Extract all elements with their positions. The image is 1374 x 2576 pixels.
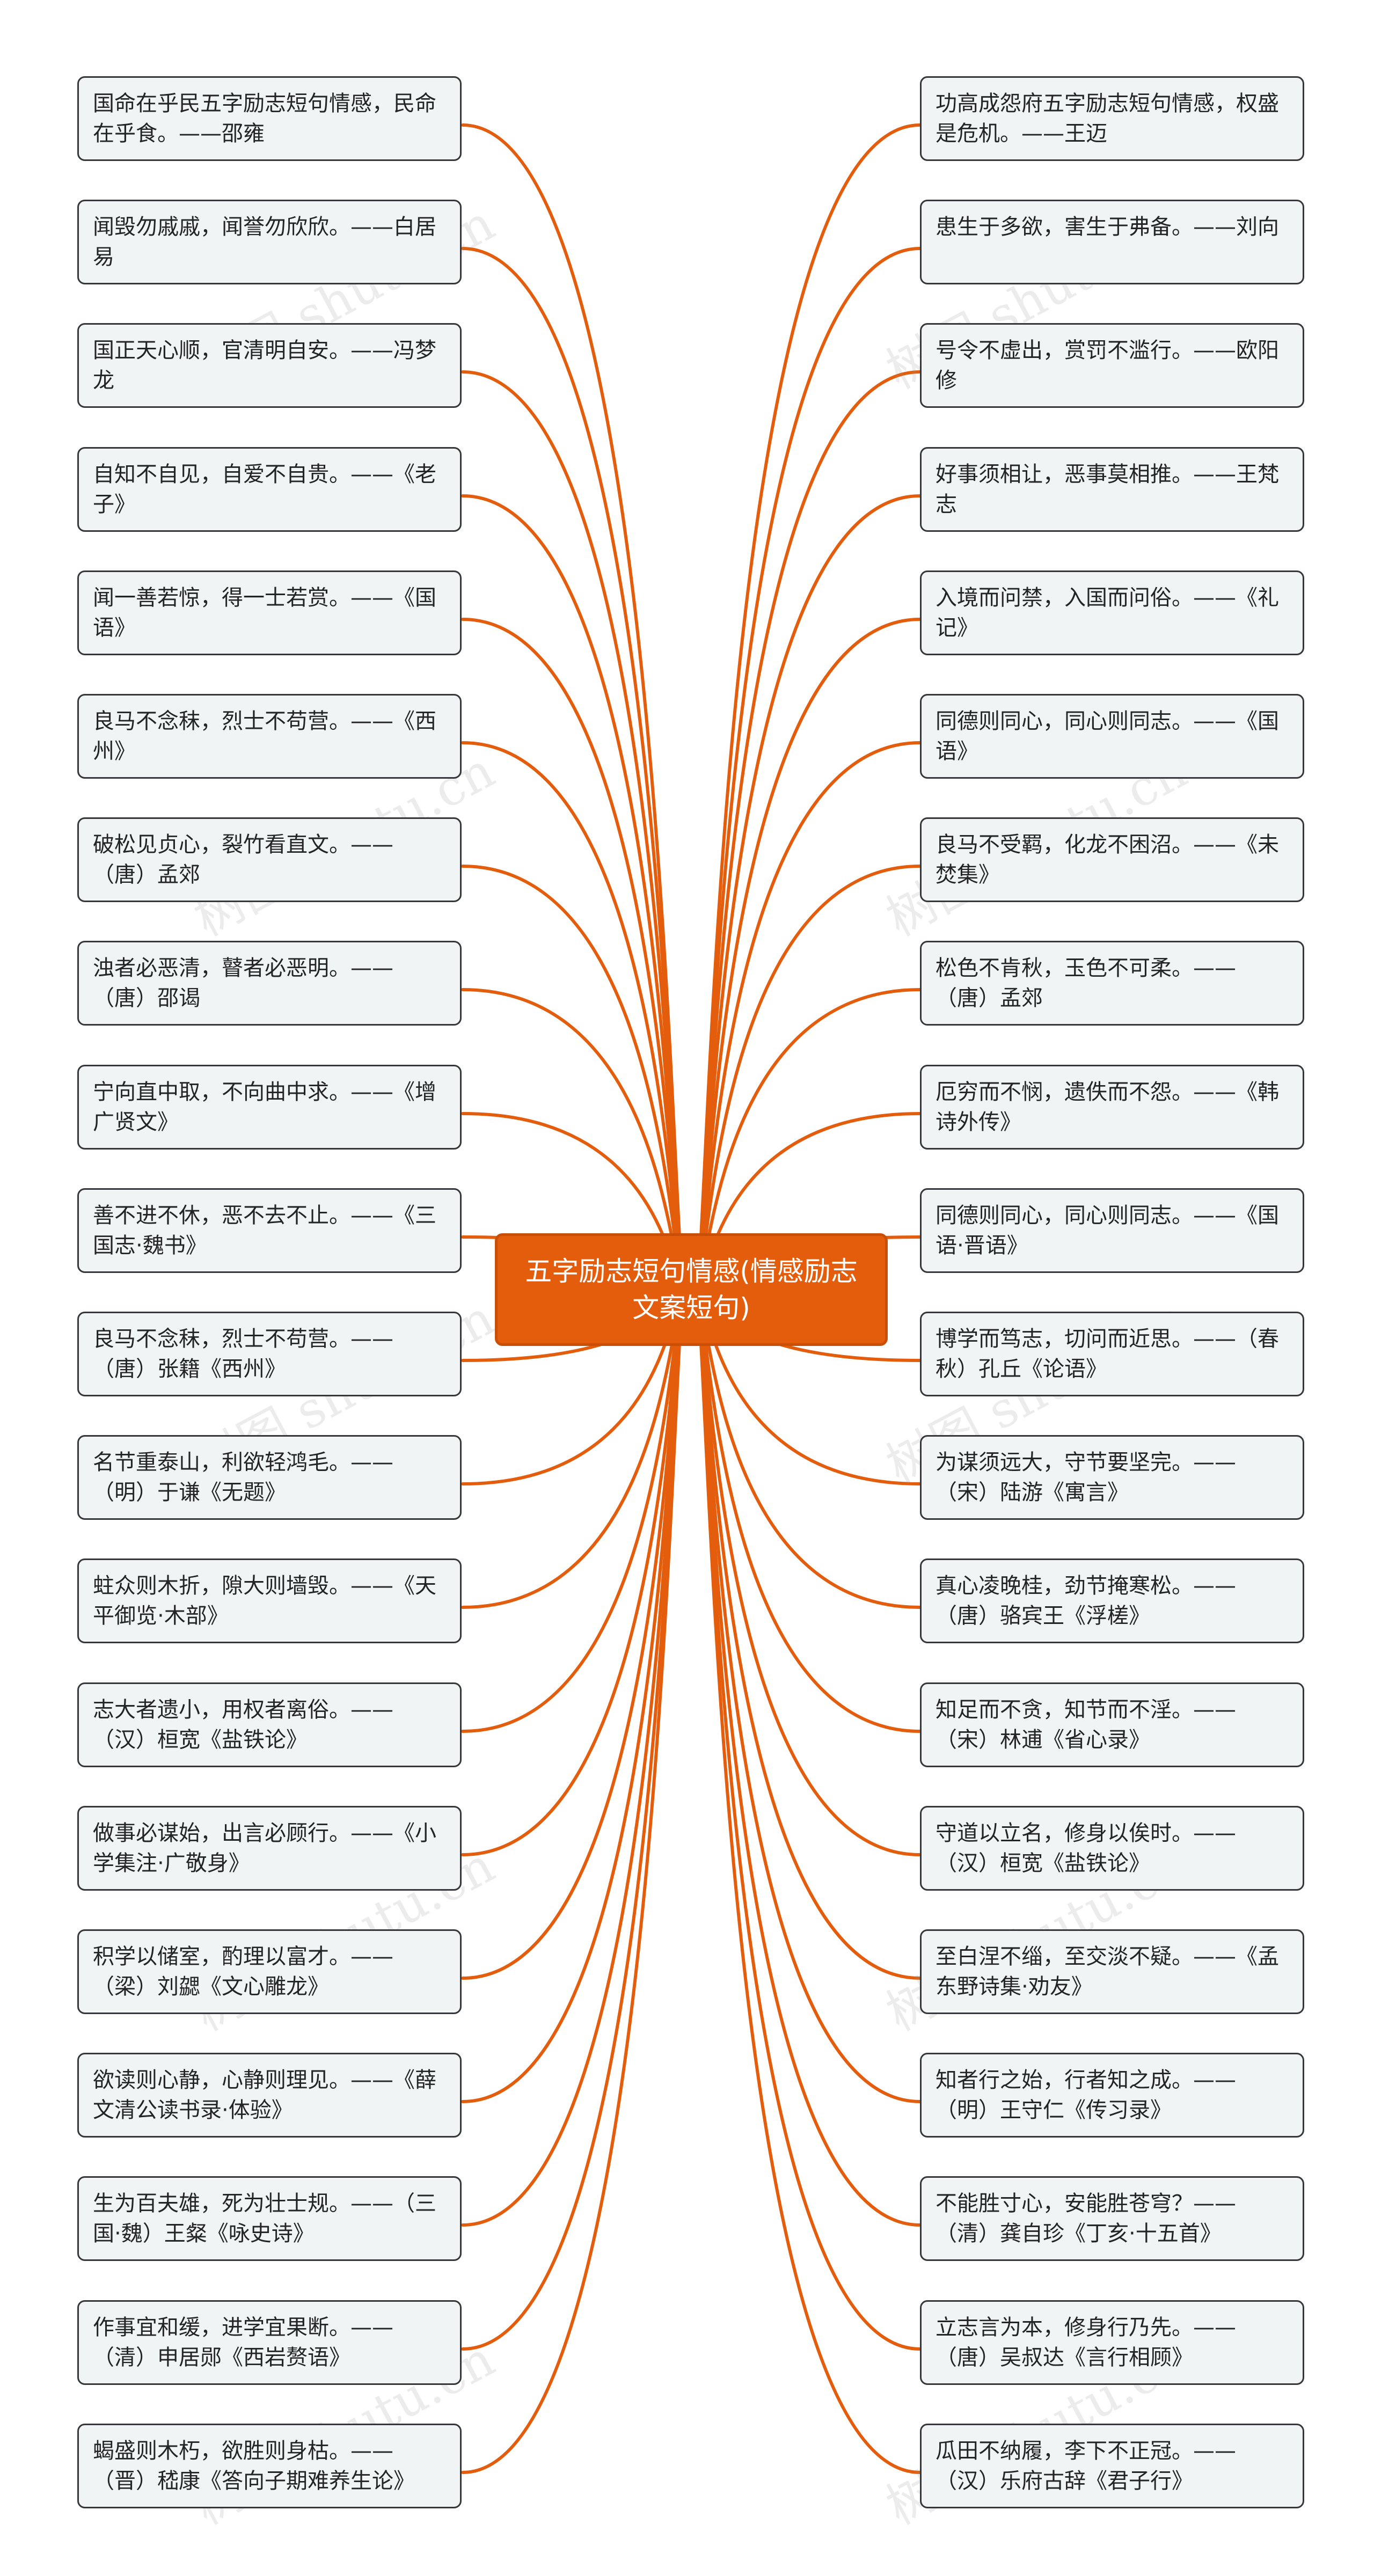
topic-left-2[interactable]: 闻毁勿戚戚，闻誉勿欣欣。——白居易 [77, 200, 462, 284]
topic-left-9[interactable]: 宁向直中取，不向曲中求。——《增广贤文》 [77, 1065, 462, 1150]
connector-right-4 [696, 494, 922, 1291]
topic-left-19[interactable]: 作事宜和缓，进学宜果断。——（清）申居郧《西岩赘语》 [77, 2300, 462, 2385]
connector-left-15 [461, 1288, 684, 1856]
connector-left-18 [461, 1288, 684, 2227]
connector-right-15 [696, 1288, 922, 1856]
topic-right-12[interactable]: 为谋须远大，守节要坚完。——（宋）陆游《寓言》 [920, 1435, 1304, 1520]
connector-left-7 [461, 865, 684, 1291]
topic-right-8[interactable]: 松色不肯秋，玉色不可柔。——（唐）孟郊 [920, 941, 1304, 1026]
topic-left-7[interactable]: 破松见贞心，裂竹看直文。——（唐）孟郊 [77, 817, 462, 902]
topic-left-10[interactable]: 善不进不休，恶不去不止。——《三国志·魏书》 [77, 1188, 462, 1273]
connector-right-19 [696, 1288, 922, 2351]
connector-left-19 [461, 1288, 684, 2351]
topic-left-14[interactable]: 志大者遗小，用权者离俗。——（汉）桓宽《盐铁论》 [77, 1682, 462, 1767]
connector-right-3 [696, 370, 922, 1291]
connector-left-20 [461, 1288, 684, 2474]
topic-right-13[interactable]: 真心凌晚桂，劲节掩寒松。——（唐）骆宾王《浮槎》 [920, 1558, 1304, 1643]
central-topic[interactable]: 五字励志短句情感(情感励志文案短句) [495, 1233, 888, 1346]
topic-left-1[interactable]: 国命在乎民五字励志短句情感，民命在乎食。——邵雍 [77, 76, 462, 161]
topic-left-8[interactable]: 浊者必恶清，瞽者必恶明。——（唐）邵谒 [77, 941, 462, 1026]
topic-left-20[interactable]: 蝎盛则木朽，欲胜则身枯。——（晋）嵇康《答向子期难养生论》 [77, 2424, 462, 2508]
topic-right-10[interactable]: 同德则同心，同心则同志。——《国语·晋语》 [920, 1188, 1304, 1273]
topic-right-4[interactable]: 好事须相让，恶事莫相推。——王梵志 [920, 447, 1304, 532]
connector-right-14 [696, 1288, 922, 1733]
connector-right-18 [696, 1288, 922, 2227]
topic-left-11[interactable]: 良马不念秣，烈士不苟营。——（唐）张籍《西州》 [77, 1312, 462, 1396]
topic-right-1[interactable]: 功高成怨府五字励志短句情感，权盛是危机。——王迈 [920, 76, 1304, 161]
topic-left-18[interactable]: 生为百夫雄，死为壮士规。——（三国·魏）王粲《咏史诗》 [77, 2176, 462, 2261]
connector-right-6 [696, 741, 922, 1291]
topic-right-5[interactable]: 入境而问禁，入国而问俗。——《礼记》 [920, 570, 1304, 655]
topic-right-7[interactable]: 良马不受羁，化龙不困沼。——《未焚集》 [920, 817, 1304, 902]
topic-right-14[interactable]: 知足而不贪，知节而不淫。——（宋）林逋《省心录》 [920, 1682, 1304, 1767]
topic-left-5[interactable]: 闻一善若惊，得一士若赏。——《国语》 [77, 570, 462, 655]
connector-right-7 [696, 865, 922, 1291]
topic-left-13[interactable]: 蛀众则木折，隙大则墙毁。——《天平御览·木部》 [77, 1558, 462, 1643]
topic-left-15[interactable]: 做事必谋始，出言必顾行。——《小学集注·广敬身》 [77, 1806, 462, 1891]
topic-right-11[interactable]: 博学而笃志，切问而近思。——（春秋）孔丘《论语》 [920, 1312, 1304, 1396]
topic-right-16[interactable]: 至白涅不缁，至交淡不疑。——《孟东野诗集·劝友》 [920, 1929, 1304, 2014]
connector-right-5 [696, 618, 922, 1291]
connector-left-17 [461, 1288, 684, 2103]
topic-left-17[interactable]: 欲读则心静，心静则理见。——《薛文清公读书录·体验》 [77, 2053, 462, 2138]
connector-left-14 [461, 1288, 684, 1733]
connector-left-6 [461, 741, 684, 1291]
connector-left-4 [461, 494, 684, 1291]
topic-right-18[interactable]: 不能胜寸心，安能胜苍穹？——（清）龚自珍《丁亥·十五首》 [920, 2176, 1304, 2261]
connector-right-17 [696, 1288, 922, 2103]
connector-right-16 [696, 1288, 922, 1980]
topic-right-20[interactable]: 瓜田不纳履，李下不正冠。——（汉）乐府古辞《君子行》 [920, 2424, 1304, 2508]
connector-right-2 [696, 247, 922, 1291]
connector-left-16 [461, 1288, 684, 1980]
topic-right-17[interactable]: 知者行之始，行者知之成。——（明）王守仁《传习录》 [920, 2053, 1304, 2138]
topic-right-3[interactable]: 号令不虚出，赏罚不滥行。——欧阳修 [920, 323, 1304, 408]
topic-left-16[interactable]: 积学以储室，酌理以富才。——（梁）刘勰《文心雕龙》 [77, 1929, 462, 2014]
connector-left-3 [461, 370, 684, 1291]
topic-right-9[interactable]: 厄穷而不悯，遗佚而不怨。——《韩诗外传》 [920, 1065, 1304, 1150]
topic-right-2[interactable]: 患生于多欲，害生于弗备。——刘向 [920, 200, 1304, 284]
topic-right-19[interactable]: 立志言为本，修身行乃先。——（唐）吴叔达《言行相顾》 [920, 2300, 1304, 2385]
connector-left-1 [461, 123, 684, 1291]
topic-left-3[interactable]: 国正天心顺，官清明自安。——冯梦龙 [77, 323, 462, 408]
topic-left-4[interactable]: 自知不自见，自爱不自贵。——《老子》 [77, 447, 462, 532]
topic-right-6[interactable]: 同德则同心，同心则同志。——《国语》 [920, 694, 1304, 779]
topic-left-12[interactable]: 名节重泰山，利欲轻鸿毛。——（明）于谦《无题》 [77, 1435, 462, 1520]
topic-left-6[interactable]: 良马不念秣，烈士不苟营。——《西州》 [77, 694, 462, 779]
connector-right-1 [696, 123, 922, 1291]
connector-right-20 [696, 1288, 922, 2474]
connector-left-2 [461, 247, 684, 1291]
topic-right-15[interactable]: 守道以立名，修身以俟时。——（汉）桓宽《盐铁论》 [920, 1806, 1304, 1891]
connector-left-5 [461, 618, 684, 1291]
